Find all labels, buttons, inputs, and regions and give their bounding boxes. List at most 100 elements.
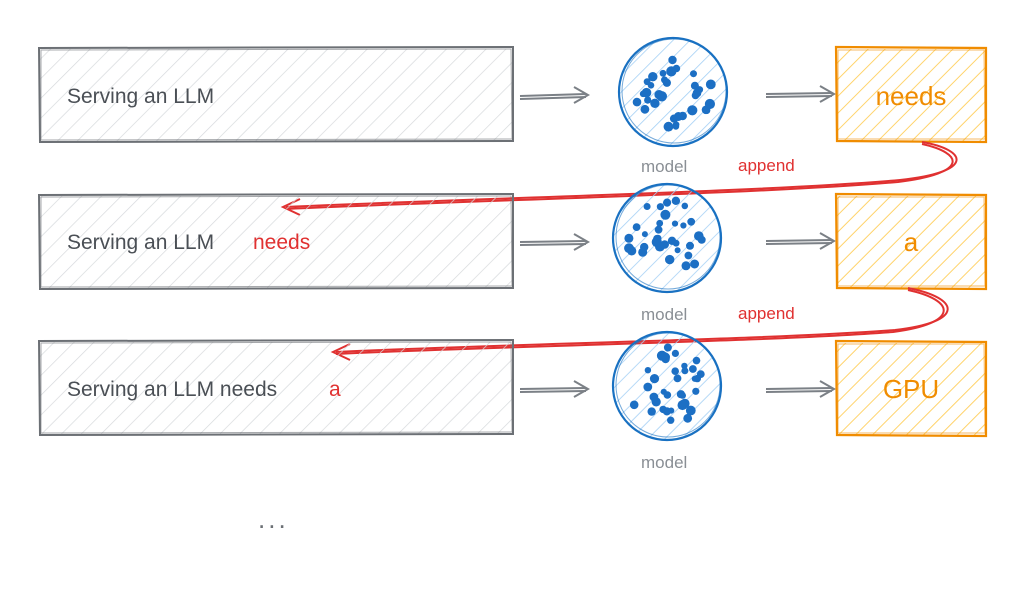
model-weight-dot xyxy=(696,232,703,240)
model-weight-dot xyxy=(703,107,711,114)
model-weight-dot xyxy=(643,203,651,210)
input-arrow xyxy=(519,233,591,251)
model-weight-dot xyxy=(672,123,680,130)
model-weight-dot xyxy=(692,387,700,395)
output-token: a xyxy=(904,227,919,257)
output-arrow xyxy=(765,380,837,398)
model-weight-dot xyxy=(659,69,667,77)
model-weight-dot xyxy=(681,367,689,375)
model-weight-dot xyxy=(681,261,691,271)
prompt-text: Serving an LLM xyxy=(67,231,214,254)
model-weight-dot xyxy=(704,98,716,110)
model-weight-dot xyxy=(672,239,680,247)
model-weight-dot xyxy=(651,397,661,407)
model-weight-dot xyxy=(685,405,696,416)
model-weight-dot xyxy=(629,400,639,410)
model-label: model xyxy=(641,305,687,324)
model-weight-dot xyxy=(705,79,716,90)
input-arrow xyxy=(519,380,591,398)
model-weight-dot xyxy=(671,349,680,357)
model-weight-dot xyxy=(661,76,668,84)
model-weight-dot xyxy=(671,196,681,205)
row-2: Serving an LLM needs model a append xyxy=(37,182,988,361)
model-weight-dot xyxy=(689,365,697,373)
model-weight-dot xyxy=(673,112,683,121)
continuation-ellipsis: ... xyxy=(258,504,289,534)
model-weight-dot xyxy=(656,203,665,211)
model-weight-dot xyxy=(692,356,701,365)
model-weight-dot xyxy=(663,391,672,399)
prompt-text: Serving an LLM xyxy=(67,85,214,108)
model-weight-dot xyxy=(677,400,688,411)
model-weight-dot xyxy=(632,97,642,107)
model-weight-dot xyxy=(647,407,656,416)
model-weight-dot xyxy=(668,407,675,414)
model-weight-dot xyxy=(654,90,664,100)
input-arrow xyxy=(519,86,591,104)
model-weight-dot xyxy=(627,246,637,256)
row-1: Serving an LLM model needs append xyxy=(37,36,988,216)
model-weight-dot xyxy=(644,367,652,374)
model-weight-dot xyxy=(671,367,679,376)
model-weight-dot xyxy=(647,82,655,89)
output-box xyxy=(834,45,988,144)
model-weight-dot xyxy=(666,66,677,77)
model-weight-dot xyxy=(690,259,700,269)
model-weight-dot xyxy=(690,81,699,90)
output-box xyxy=(834,192,988,291)
prompt-text: Serving an LLM needs xyxy=(67,378,277,401)
model-weight-dot xyxy=(651,236,662,248)
model-weight-dot xyxy=(673,374,682,383)
model-weight-dot xyxy=(684,251,693,260)
model-weight-dot xyxy=(683,413,693,423)
model-weight-dot xyxy=(660,240,669,249)
model-weight-dot xyxy=(660,209,671,220)
output-token: GPU xyxy=(883,374,939,404)
output-arrow xyxy=(765,85,837,103)
append-label: append xyxy=(738,156,795,175)
model-weight-dot xyxy=(640,104,650,114)
model-weight-dot xyxy=(661,352,670,362)
model-weight-dot xyxy=(687,217,696,226)
model-weight-dot xyxy=(679,392,686,399)
model-weight-dot xyxy=(644,96,652,104)
model-weight-dot xyxy=(641,231,648,238)
model-circle xyxy=(611,330,723,442)
model-weight-dot xyxy=(667,416,675,424)
model-weight-dot xyxy=(686,241,694,250)
appended-token: needs xyxy=(253,231,310,254)
model-weight-dot xyxy=(659,405,667,414)
model-weight-dot xyxy=(692,88,702,98)
model-circle xyxy=(617,36,729,148)
model-weight-dot xyxy=(687,105,698,116)
model-weight-dot xyxy=(649,374,660,384)
model-weight-dot xyxy=(690,70,697,78)
model-weight-dot xyxy=(643,382,653,392)
model-weight-dot xyxy=(671,220,679,227)
model-weight-dot xyxy=(638,247,648,257)
model-weight-dot xyxy=(654,225,663,234)
appended-token: a xyxy=(329,378,341,401)
model-weight-dot xyxy=(624,233,634,243)
prompt-box xyxy=(37,45,514,144)
output-token: needs xyxy=(876,81,947,111)
model-label: model xyxy=(641,453,687,472)
model-weight-dot xyxy=(641,87,652,98)
row-3: Serving an LLM needs a model GPU xyxy=(37,330,988,472)
model-weight-dot xyxy=(674,247,681,254)
output-arrow xyxy=(765,232,837,250)
model-weight-dot xyxy=(663,343,672,352)
model-circle xyxy=(611,182,723,294)
model-weight-dot xyxy=(680,222,687,229)
model-label: model xyxy=(641,157,687,176)
model-weight-dot xyxy=(650,98,660,109)
model-weight-dot xyxy=(663,198,672,207)
prompt-box xyxy=(37,338,514,437)
append-label: append xyxy=(738,304,795,323)
model-weight-dot xyxy=(668,55,677,65)
model-weight-dot xyxy=(648,72,658,82)
model-weight-dot xyxy=(663,121,674,132)
output-box xyxy=(834,339,988,438)
model-weight-dot xyxy=(632,223,641,232)
